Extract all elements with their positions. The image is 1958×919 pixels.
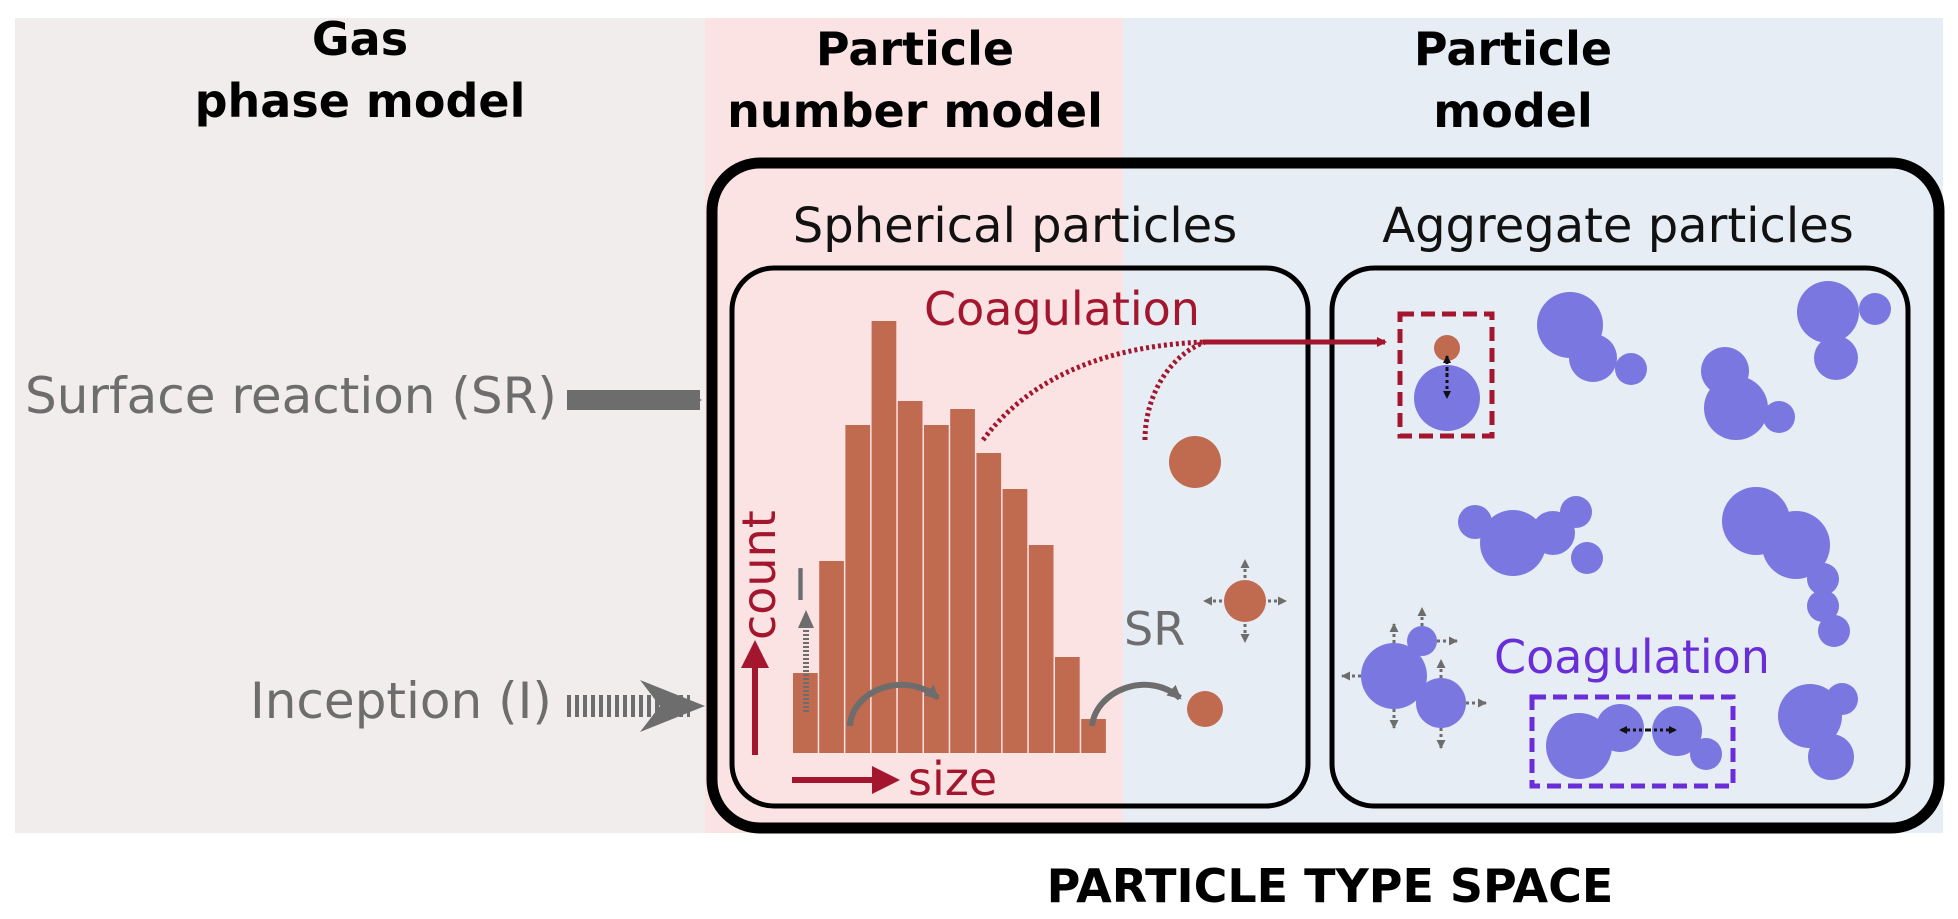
histogram-bar <box>793 673 818 753</box>
coagulation-label-aggregate: Coagulation <box>1494 630 1770 684</box>
particle-model-title-line1: Particle <box>1414 22 1612 76</box>
size-axis-label: size <box>908 752 997 806</box>
coagulation-box-aggregate <box>1529 694 1736 789</box>
inception-label: Inception (I) <box>250 672 552 730</box>
coagulation-curve-particle <box>1142 339 1206 441</box>
inception-arrow-head <box>640 680 705 732</box>
particle-type-space-label: PARTICLE TYPE SPACE <box>1047 859 1614 913</box>
coagulation-box-spherical <box>1397 311 1495 439</box>
aggregate-panel-title: Aggregate particles <box>1382 198 1854 254</box>
histogram-bar <box>924 425 949 753</box>
inception-marker-arrow-head <box>798 610 814 628</box>
size-axis-arrow-head <box>872 766 900 794</box>
histogram-bar <box>1055 657 1080 753</box>
count-axis-arrow-head <box>741 640 769 668</box>
histogram-bar <box>819 561 844 753</box>
histogram-bar <box>950 409 975 753</box>
histogram-bar <box>976 453 1002 753</box>
gas-model-title-line2: phase model <box>195 74 526 128</box>
histogram-bar <box>1028 545 1054 753</box>
aggregate-growth-arrows <box>1341 607 1487 749</box>
gas-phase-region <box>15 18 705 833</box>
coagulation-curve-bar <box>980 339 1206 442</box>
particle-model-title-line2: model <box>1433 84 1592 138</box>
spherical-particle-large <box>1169 436 1221 488</box>
spherical-panel <box>729 265 1311 809</box>
sr-marker: SR <box>1124 602 1185 656</box>
spherical-panel-title: Spherical particles <box>793 198 1237 254</box>
particle-type-space-box <box>706 157 1945 834</box>
aggregate-particles <box>1361 281 1891 780</box>
number-model-title-line2: number model <box>727 84 1103 138</box>
size-histogram <box>793 321 1106 753</box>
number-model-title-line1: Particle <box>816 22 1014 76</box>
spherical-particle-small <box>1187 691 1223 727</box>
gas-model-title-line1: Gas <box>312 12 408 66</box>
coagulation-label-spherical: Coagulation <box>924 282 1200 336</box>
histogram-bar <box>871 321 897 753</box>
aggregate-panel <box>1329 265 1911 809</box>
spherical-particle-sr <box>1224 580 1266 622</box>
surface-reaction-label: Surface reaction (SR) <box>25 367 557 425</box>
count-axis-label: count <box>732 510 786 640</box>
histogram-bar <box>897 401 923 753</box>
inception-marker: I <box>794 560 807 611</box>
histogram-bar <box>1002 489 1028 753</box>
growth-arrow-right <box>1089 681 1182 727</box>
sr-growth-arrows <box>1203 559 1287 643</box>
growth-arrow-left <box>847 681 940 727</box>
